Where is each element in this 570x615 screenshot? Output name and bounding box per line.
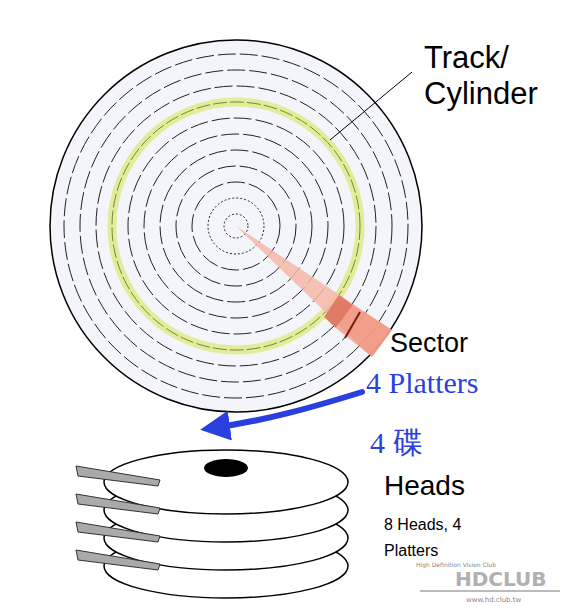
track-ring bbox=[64, 54, 408, 398]
sector-label: Sector bbox=[390, 328, 560, 359]
watermark-subtitle: High Definition Vision Club bbox=[416, 562, 566, 569]
sector-highlight-outer bbox=[336, 305, 392, 357]
heads-label: Heads bbox=[384, 470, 554, 502]
sector-wedge bbox=[236, 226, 392, 357]
platters-chinese-label: 4 碟 bbox=[370, 426, 490, 461]
pointer-arrow bbox=[212, 392, 362, 428]
track-rings bbox=[64, 54, 408, 398]
watermark-logo: HDCLUB bbox=[455, 568, 565, 591]
heads-count-note: 8 Heads, 4 Platters bbox=[384, 512, 474, 563]
sector-edge bbox=[345, 312, 360, 338]
spindle bbox=[204, 459, 248, 477]
platter-top-view bbox=[50, 40, 422, 412]
leader-line bbox=[330, 72, 412, 140]
platter-stack bbox=[104, 450, 348, 598]
track-label: Track/ Cylinder bbox=[424, 40, 564, 111]
watermark-url: www.hd.club.tw bbox=[466, 596, 566, 604]
read-heads bbox=[76, 466, 160, 570]
platters-label: 4 Platters bbox=[366, 366, 566, 401]
track-ring bbox=[80, 70, 392, 382]
